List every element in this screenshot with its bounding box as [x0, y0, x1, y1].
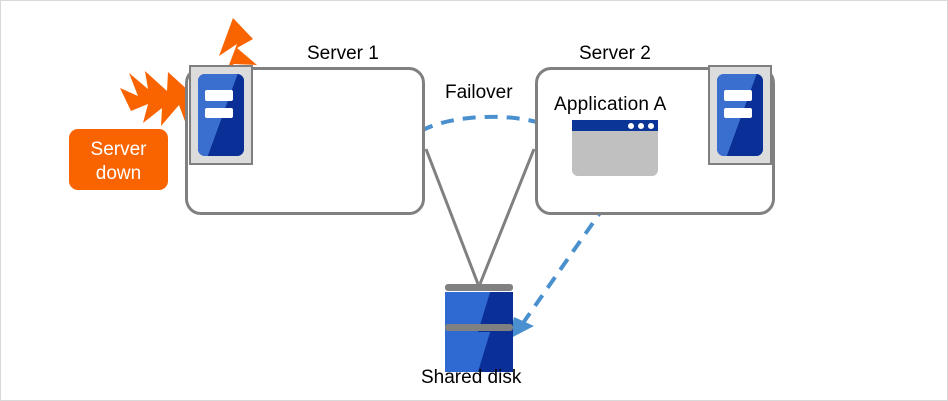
- dashed-curved-arrow-icon-failover: [403, 114, 556, 148]
- status-badge-server-down: Server down: [69, 129, 168, 190]
- window-dot-2: [638, 122, 644, 129]
- server2-label: Server 2: [579, 43, 651, 64]
- disk-platter-sheen: [445, 332, 513, 372]
- disk-platter-2: [445, 332, 513, 372]
- server-tower-body: [198, 74, 244, 156]
- window-dot-1: [628, 122, 634, 129]
- server-tower-body: [717, 74, 763, 156]
- connector-line-icon-server2-disk: [478, 148, 536, 285]
- server-down-line-1: Server: [90, 139, 147, 160]
- server-tower-bar-1: [724, 90, 752, 102]
- server-tower-bar-2: [205, 107, 233, 119]
- server1-label: Server 1: [307, 43, 379, 64]
- disk-separator-top: [445, 284, 513, 291]
- server-tower-icon-server1: [189, 65, 253, 165]
- shared-disk-icon: [445, 284, 513, 372]
- window-dot-3: [648, 122, 654, 129]
- server-tower-icon-server2: [708, 65, 772, 165]
- shared-disk-label: Shared disk: [421, 367, 522, 388]
- server-tower-bar-2: [724, 107, 752, 119]
- disk-access-arrowhead-icon: [509, 317, 534, 339]
- application-window-titlebar: [572, 120, 658, 131]
- failover-label: Failover: [445, 82, 513, 103]
- disk-separator-middle: [445, 324, 513, 331]
- server-down-line-2: down: [95, 162, 142, 184]
- connector-line-icon-server1-disk: [424, 148, 480, 285]
- server-tower-bar-1: [205, 90, 233, 102]
- application-label: Application A: [554, 94, 667, 115]
- application-window-icon[interactable]: [572, 120, 658, 176]
